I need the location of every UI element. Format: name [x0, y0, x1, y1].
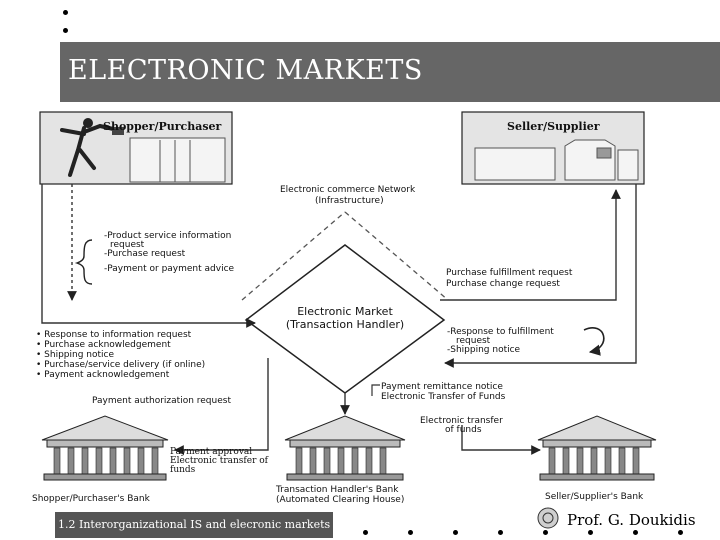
remittance-line2: Electronic Transfer of Funds [381, 392, 506, 402]
seller-response-line3: -Shipping notice [447, 345, 521, 355]
market-label-line2: (Transaction Handler) [285, 318, 405, 331]
bullet-dot [63, 28, 68, 33]
list-item: • Purchase/service delivery (if online) [36, 360, 206, 370]
bullet-dot [633, 530, 638, 535]
shopper-bank-label: Shopper/Purchaser's Bank [32, 494, 150, 504]
slide-title: ELECTRONIC MARKETS [68, 55, 423, 86]
seller-response-line2: request [456, 336, 491, 346]
footer-author: Prof. G. Doukidis [567, 511, 696, 529]
seller-arrows [440, 184, 637, 368]
seller-warehouse-box [461, 111, 645, 185]
market-label-line1: Electronic Market [297, 305, 393, 318]
clearing-bank-line1: Transaction Handler's Bank [276, 485, 399, 495]
payment-authorization-label: Payment authorization request [92, 396, 231, 406]
bullet-dot [408, 530, 413, 535]
seller-response-line1: -Response to fulfillment [447, 327, 554, 337]
clearing-bank-line2: (Automated Clearing House) [276, 495, 405, 505]
seller-label: Seller/Supplier [507, 120, 600, 133]
payment-arrows [174, 358, 541, 455]
bullet-dot [543, 530, 548, 535]
request-line1: -Product service information [104, 231, 232, 241]
shopper-arrows [41, 184, 256, 328]
approval-line2: Electronic transfer of [170, 456, 268, 466]
fulfillment-line2: Purchase change request [446, 279, 560, 289]
list-item: • Purchase acknowledgement [36, 340, 171, 350]
network-triangle [241, 211, 449, 301]
fulfillment-line1: Purchase fulfillment request [446, 268, 573, 278]
shopper-label: Shopper/Purchaser [103, 120, 222, 133]
market-label: Electronic Market (Transaction Handler) [270, 305, 420, 331]
list-item: • Payment acknowledgement [36, 370, 170, 380]
footer-bar [55, 512, 333, 538]
bank-building-icon [537, 415, 657, 481]
network-label-line1: Electronic commerce Network [280, 185, 416, 195]
bullet-dot [678, 530, 683, 535]
brace-icon [74, 239, 93, 285]
approval-line1: Payment approval [170, 447, 253, 457]
university-emblem-icon [537, 507, 559, 529]
request-line4: -Payment or payment advice [104, 264, 235, 274]
bullet-dot [363, 530, 368, 535]
seller-bank-label: Seller/Supplier's Bank [545, 492, 644, 502]
shopper-figure-icon [60, 118, 124, 177]
bullet-dot [63, 10, 68, 15]
curved-arrow-icon [583, 327, 605, 356]
bank-building-icon [41, 415, 169, 481]
transfer-line1: Electronic transfer [420, 416, 503, 426]
shopper-store-box [39, 111, 233, 185]
bullet-dot [498, 530, 503, 535]
footer-course-label: 1.2 Interorganizational IS and elecronic… [58, 518, 331, 531]
approval-line3: funds [170, 465, 196, 475]
transfer-line2: of funds [445, 425, 482, 435]
list-item: • Response to information request [36, 330, 192, 340]
bullet-dot [453, 530, 458, 535]
response-list: • Response to information request • Purc… [36, 330, 205, 380]
list-item: • Shipping notice [36, 350, 115, 360]
remittance-line1: Payment remittance notice [381, 382, 503, 392]
request-line3: -Purchase request [104, 249, 186, 259]
bullet-dot [588, 530, 593, 535]
network-label-line2: (Infrastructure) [315, 196, 384, 206]
bank-building-icon [284, 415, 406, 481]
title-bar [60, 42, 720, 102]
request-line2: request [110, 240, 145, 250]
